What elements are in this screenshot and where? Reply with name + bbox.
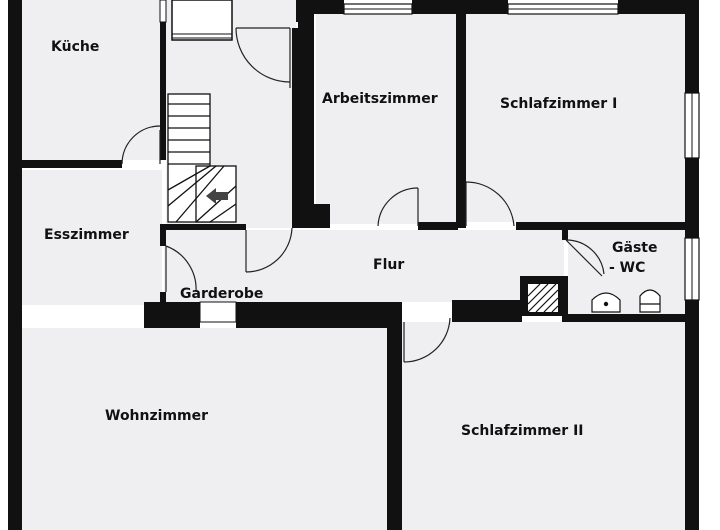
wall-arbeit-top-2 bbox=[412, 0, 466, 14]
wall-outer-right-lower bbox=[685, 300, 699, 530]
wall-wohn-schlaf2 bbox=[387, 322, 402, 530]
wall-ess-right-lower bbox=[160, 292, 166, 302]
wall-kueche-ess bbox=[22, 160, 122, 168]
sink-icon bbox=[591, 292, 621, 313]
wall-schlaf2-top bbox=[452, 300, 522, 322]
wall-schlaf1-bottom bbox=[516, 222, 685, 230]
wall-arbeit-bottom-right bbox=[418, 222, 458, 230]
floor-flur bbox=[164, 230, 564, 302]
wall-schlaf1-top-2 bbox=[618, 0, 685, 14]
wall-stair-bottom bbox=[166, 224, 246, 230]
wall-wohn-top-left bbox=[144, 302, 200, 328]
stair-direction-arrow bbox=[206, 188, 228, 204]
wall-arbeit-left bbox=[298, 0, 314, 228]
floor-kueche bbox=[22, 0, 160, 160]
door-ess-garderobe bbox=[165, 245, 197, 293]
label-schlafzimmer-2: Schlafzimmer II bbox=[461, 423, 584, 439]
window-gaeste-wc bbox=[684, 237, 700, 301]
floor-gaeste-wc bbox=[568, 230, 686, 314]
label-gaeste-wc-1: Gäste bbox=[612, 240, 657, 256]
door-kueche-ess bbox=[121, 125, 161, 165]
window-staircase-top bbox=[171, 0, 233, 41]
wall-stair-right bbox=[292, 28, 298, 228]
label-esszimmer: Esszimmer bbox=[44, 227, 129, 243]
label-kueche: Küche bbox=[51, 39, 99, 55]
wall-wc-left-upper bbox=[562, 228, 568, 240]
wall-kueche-right bbox=[160, 0, 166, 160]
label-wohnzimmer: Wohnzimmer bbox=[105, 408, 208, 424]
room-labels: Küche Arbeitszimmer Schlafzimmer I Esszi… bbox=[44, 39, 657, 439]
door-gaeste-wc bbox=[565, 239, 605, 277]
floor-areas bbox=[22, 0, 686, 530]
label-flur: Flur bbox=[373, 257, 404, 273]
wall-arbeit-right bbox=[456, 0, 466, 228]
door-stair-flur bbox=[245, 227, 293, 273]
toilet-icon bbox=[639, 289, 661, 313]
wall-arbeit-corner bbox=[298, 204, 330, 228]
door-schlafzimmer-1 bbox=[465, 181, 515, 227]
wall-wohn-top bbox=[236, 302, 402, 328]
label-garderobe: Garderobe bbox=[180, 286, 263, 302]
door-schlafzimmer-2 bbox=[403, 317, 451, 363]
label-gaeste-wc-2: - WC bbox=[609, 260, 645, 276]
floor-arbeitszimmer bbox=[316, 14, 457, 224]
floor-schlafzimmer-2 bbox=[402, 322, 685, 530]
floor-esszimmer bbox=[22, 170, 162, 305]
wall-schlaf1-top bbox=[466, 0, 508, 14]
label-arbeitszimmer: Arbeitszimmer bbox=[322, 91, 438, 107]
wall-ess-right bbox=[160, 224, 166, 246]
window-schlafzimmer-1-right bbox=[684, 92, 700, 159]
door-swings bbox=[121, 27, 605, 363]
window-schlafzimmer-1-top bbox=[507, 3, 619, 15]
garderobe-opening bbox=[199, 301, 237, 323]
windows bbox=[159, 0, 700, 301]
staircase bbox=[167, 93, 237, 223]
wall-wc-bottom bbox=[562, 314, 685, 322]
wall-outer-right-upper bbox=[685, 0, 699, 93]
wall-outer-right-mid bbox=[685, 158, 699, 238]
wall-wc-left-lower bbox=[562, 276, 568, 316]
window-kueche-left bbox=[159, 0, 167, 23]
door-entrance bbox=[235, 27, 291, 88]
floor-schlafzimmer-1 bbox=[466, 14, 685, 222]
door-arbeitszimmer bbox=[377, 187, 419, 227]
wall-outer-left bbox=[8, 0, 22, 530]
label-schlafzimmer-1: Schlafzimmer I bbox=[500, 96, 617, 112]
shaft-hatch-icon bbox=[527, 283, 559, 313]
window-arbeitszimmer bbox=[343, 3, 413, 15]
floor-wohnzimmer bbox=[22, 328, 387, 530]
